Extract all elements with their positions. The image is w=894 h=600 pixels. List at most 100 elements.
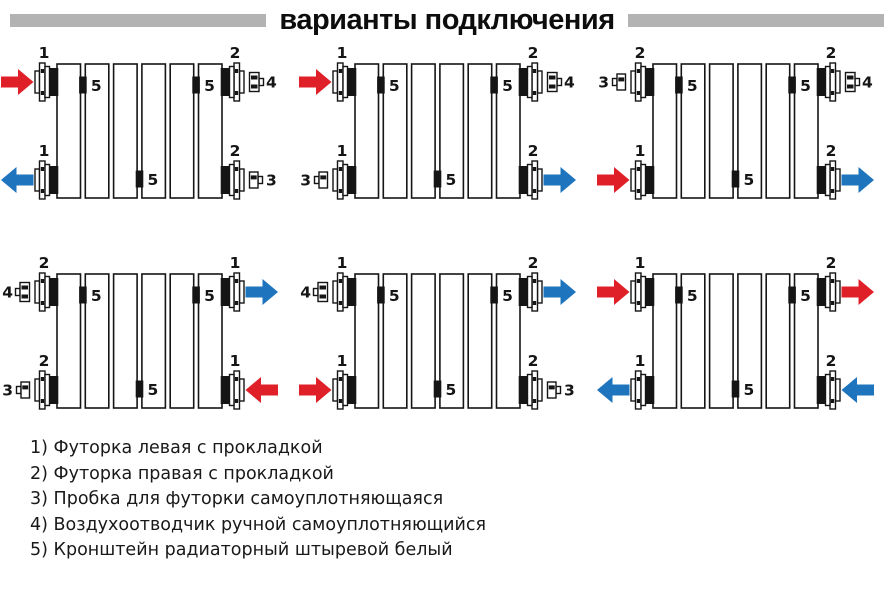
bracket-5: 5 xyxy=(135,170,158,189)
corner-assembly-br xyxy=(518,370,562,410)
corner-assembly-bl xyxy=(597,160,655,200)
bracket-5: 5 xyxy=(731,170,754,189)
fitting-wrap xyxy=(332,62,357,102)
bracket-mark xyxy=(192,76,200,94)
flow-arrow xyxy=(597,377,630,403)
bracket-mark xyxy=(377,76,385,94)
fitting-futorka xyxy=(220,370,245,410)
fitting-number-label: 2 xyxy=(39,352,50,370)
radiator-section xyxy=(354,63,380,199)
bracket-5: 5 xyxy=(377,286,400,305)
fitting-number-label: 1 xyxy=(39,44,50,62)
bracket-label: 5 xyxy=(91,77,102,95)
bracket-5: 5 xyxy=(433,380,457,399)
fitting-number-label: 1 xyxy=(635,352,646,370)
radiator-section xyxy=(382,63,408,199)
corner-assembly-tl xyxy=(14,272,59,312)
fitting-futorka xyxy=(34,370,59,410)
radiator-section xyxy=(141,63,167,199)
fitting-wrap xyxy=(630,62,655,102)
legend-num: 5) xyxy=(30,540,48,560)
bracket-mark xyxy=(79,76,87,94)
accessory-number-label: 3 xyxy=(598,74,609,92)
bracket-label: 5 xyxy=(502,287,513,305)
radiator-section xyxy=(793,273,819,409)
fitting-futorka xyxy=(630,370,655,410)
bracket-mark xyxy=(675,286,683,304)
corner-assembly-tr xyxy=(518,62,563,102)
legend: 1) Футорка левая с прокладкой 2) Футорка… xyxy=(30,436,486,564)
fitting-number-label: 2 xyxy=(230,142,241,160)
flow-arrow xyxy=(299,377,332,403)
radiator-section xyxy=(765,273,791,409)
air-vent-4-icon xyxy=(844,71,861,93)
bracket-mark xyxy=(675,76,683,94)
fitting-wrap xyxy=(220,62,245,102)
legend-item-5: 5) Кронштейн радиаторный штыревой белый xyxy=(30,538,486,564)
radiator xyxy=(56,273,223,409)
flow-arrow xyxy=(597,167,630,193)
radiator-section xyxy=(737,63,763,199)
fitting-wrap xyxy=(816,62,841,102)
flow-arrow xyxy=(597,279,630,305)
bracket-5: 5 xyxy=(192,286,215,305)
bracket-mark xyxy=(433,380,442,398)
radiator-section xyxy=(410,63,436,199)
fitting-futorka xyxy=(332,160,357,200)
corner-assembly-tr xyxy=(816,62,861,102)
radiator-section xyxy=(169,63,195,199)
title-rule-left xyxy=(10,13,267,27)
corner-assembly-tr xyxy=(220,272,278,312)
fitting-futorka xyxy=(332,370,357,410)
fitting-number-label: 2 xyxy=(528,44,539,62)
legend-label: Пробка для футорки самоуплотняющаяся xyxy=(53,489,444,509)
bracket-label: 5 xyxy=(446,381,457,399)
fitting-number-label: 2 xyxy=(635,44,646,62)
radiator-section xyxy=(112,63,138,199)
bracket-5: 5 xyxy=(490,76,513,95)
air-vent-4-icon xyxy=(312,281,329,303)
corner-assembly-tl xyxy=(597,272,655,312)
bracket-label: 5 xyxy=(687,77,698,95)
fitting-number-label: 1 xyxy=(635,254,646,272)
fitting-futorka xyxy=(220,160,245,200)
radiator-section xyxy=(467,273,493,409)
fitting-wrap xyxy=(34,272,59,312)
bracket-label: 5 xyxy=(204,77,215,95)
corner-assembly-tl xyxy=(312,272,357,312)
fitting-wrap xyxy=(220,272,245,312)
fitting-futorka xyxy=(816,272,841,312)
flow-arrow xyxy=(841,377,874,403)
plug-3-icon xyxy=(313,171,329,189)
fitting-futorka xyxy=(220,272,245,312)
flow-arrow xyxy=(1,69,34,95)
air-vent-4-icon xyxy=(546,71,563,93)
fitting-wrap xyxy=(816,370,841,410)
accessory-number-label: 4 xyxy=(300,284,311,302)
flow-arrow xyxy=(245,377,278,403)
legend-item-1: 1) Футорка левая с прокладкой xyxy=(30,436,486,462)
fitting-wrap xyxy=(220,370,245,410)
bracket-label: 5 xyxy=(502,77,513,95)
fitting-number-label: 2 xyxy=(528,352,539,370)
bracket-mark xyxy=(490,76,498,94)
fitting-futorka xyxy=(332,62,357,102)
fitting-wrap xyxy=(332,370,357,410)
radiator-section xyxy=(765,63,791,199)
plug-3-icon xyxy=(15,381,31,399)
corner-assembly-tr xyxy=(816,272,874,312)
legend-num: 4) xyxy=(30,514,48,535)
flow-arrow xyxy=(245,279,278,305)
legend-label: Воздухоотводчик ручной самоуплотняющийся xyxy=(53,514,487,535)
legend-num: 1) xyxy=(30,438,48,458)
fitting-futorka xyxy=(816,62,841,102)
bracket-5: 5 xyxy=(79,76,102,95)
bracket-label: 5 xyxy=(91,287,102,305)
fitting-futorka xyxy=(630,62,655,102)
radiator xyxy=(652,63,819,199)
fitting-number-label: 1 xyxy=(635,142,646,160)
corner-assembly-bl xyxy=(313,160,357,200)
